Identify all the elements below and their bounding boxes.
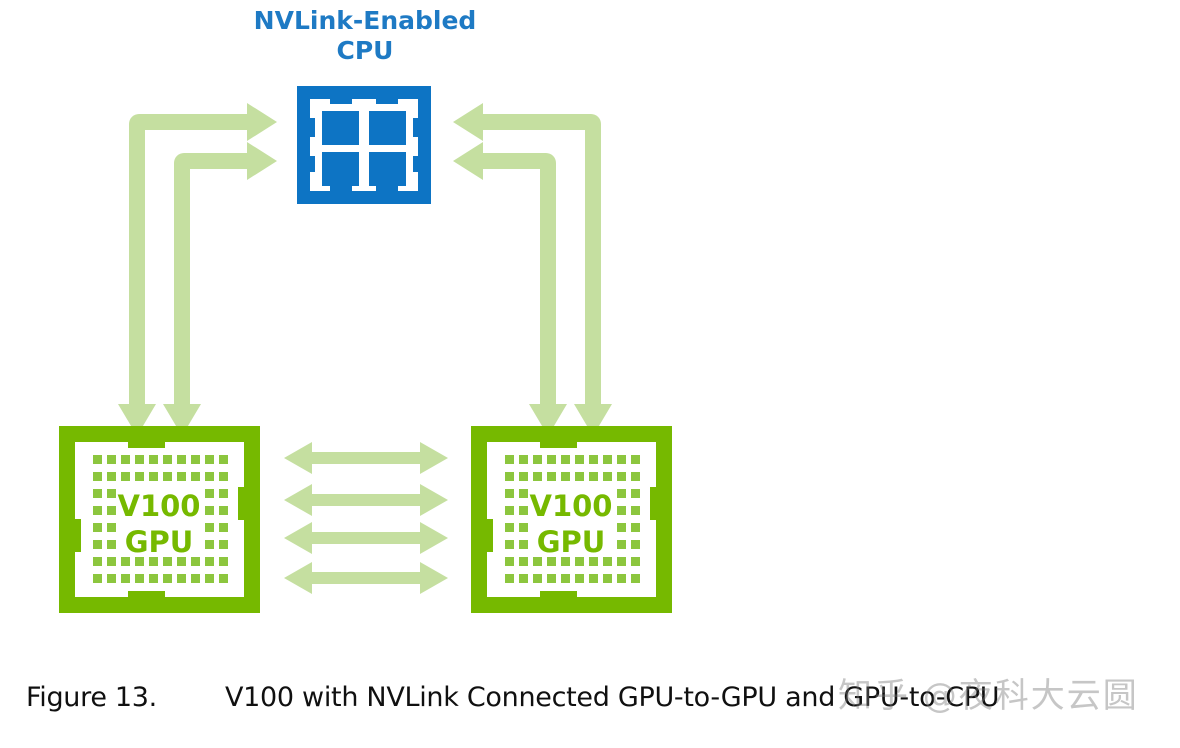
gpu-left-ball-grid [93,455,228,583]
gpu-chip-right: V100 GPU [471,426,672,613]
link-left-gpu-to-cpu-2 [163,142,277,436]
cpu-title: NVLink-Enabled CPU [245,6,485,66]
link-gpu-to-gpu-group [284,442,448,594]
figure-caption-text: V100 with NVLink Connected GPU-to-GPU an… [224,682,1000,713]
gpu-left-label-line-1: V100 [118,489,201,523]
link-left-gpu-to-cpu-group [118,103,277,436]
gpu-right-ball-grid [505,455,640,583]
figure-caption: Figure 13. V100 with NVLink Connected GPU… [26,682,1000,713]
link-gpu-to-gpu-2 [284,484,448,516]
cpu-core-4 [369,152,406,186]
cpu-title-line-1: NVLink-Enabled [253,6,477,35]
link-right-gpu-to-cpu-2 [453,142,567,436]
gpu-right-label-line-1: V100 [530,489,613,523]
link-gpu-to-gpu-4 [284,562,448,594]
cpu-core-2 [369,111,406,145]
figure-number: Figure 13. [26,682,157,713]
cpu-core-1 [322,111,359,145]
gpu-right-label-line-2: GPU [537,525,606,559]
cpu-core-3 [322,152,359,186]
link-gpu-to-gpu-1 [284,442,448,474]
link-gpu-to-gpu-3 [284,522,448,554]
cpu-chip-icon [297,86,431,204]
link-right-gpu-to-cpu-group [453,103,612,436]
gpu-left-label-line-2: GPU [125,525,194,559]
gpu-chip-left: V100 GPU [59,426,260,613]
cpu-title-line-2: CPU [336,36,394,65]
link-left-gpu-to-cpu-1 [118,103,277,436]
link-right-gpu-to-cpu-1 [453,103,612,436]
